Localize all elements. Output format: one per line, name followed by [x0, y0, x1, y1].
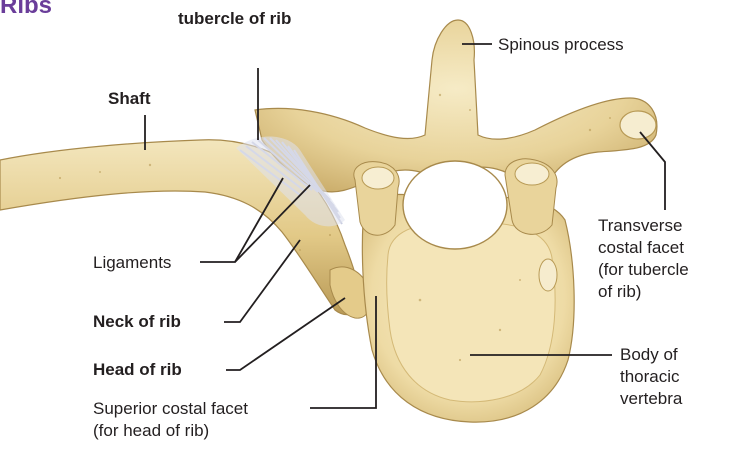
label-head: Head of rib: [93, 359, 182, 381]
body-line-1: Body of: [620, 344, 682, 366]
transverse-facet-shape: [620, 111, 656, 139]
label-transverse-costal-facet: Transverse costal facet (for tubercle of…: [598, 215, 689, 303]
diagram-title: Ribs: [0, 0, 52, 20]
superior-facet-line-1: Superior costal facet: [93, 398, 248, 420]
transverse-facet-line-2: costal facet: [598, 237, 689, 259]
right-facet-top: [515, 163, 549, 185]
body-line-3: vertebra: [620, 388, 682, 410]
label-ligaments: Ligaments: [93, 252, 171, 274]
transverse-facet-line-4: of rib): [598, 281, 689, 303]
vertebral-foramen: [403, 161, 507, 249]
superior-facet-shape: [539, 259, 557, 291]
superior-facet-line-2: (for head of rib): [93, 420, 248, 442]
label-vertebral-body: Body of thoracic vertebra: [620, 344, 682, 410]
left-facet-top: [362, 167, 394, 189]
label-neck: Neck of rib: [93, 311, 181, 333]
body-line-2: thoracic: [620, 366, 682, 388]
label-tubercle: tubercle of rib: [178, 8, 291, 30]
label-spinous-process: Spinous process: [498, 34, 624, 56]
spongy-bone: [387, 222, 555, 402]
label-superior-costal-facet: Superior costal facet (for head of rib): [93, 398, 248, 442]
transverse-facet-line-1: Transverse: [598, 215, 689, 237]
transverse-facet-line-3: (for tubercle: [598, 259, 689, 281]
label-shaft: Shaft: [108, 88, 151, 110]
